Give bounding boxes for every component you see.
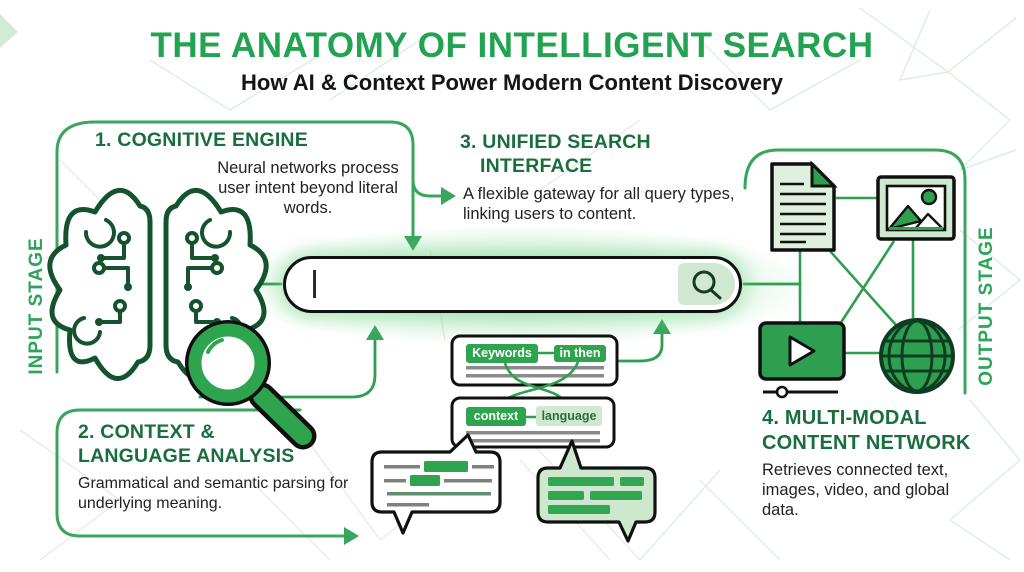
section4-title: 4. MULTI-MODAL CONTENT NETWORK [762, 406, 971, 456]
corner-triangle [0, 14, 18, 48]
page-subtitle: How AI & Context Power Modern Content Di… [241, 70, 783, 95]
section2-frame [55, 408, 345, 538]
globe-icon [879, 318, 955, 394]
document-icon [770, 160, 838, 252]
arrow-to-section3 [411, 178, 443, 198]
input-stage-label: INPUT STAGE [26, 237, 47, 375]
section3-title-line2: INTERFACE [480, 155, 593, 177]
section1-description: Neural networks process user intent beyo… [217, 159, 399, 218]
section2-title-line2: LANGUAGE ANALYSIS [78, 445, 295, 467]
section3-title: 3. UNIFIED SEARCH INTERFACE [460, 130, 651, 178]
magnifier-icon [692, 270, 722, 300]
section3-title-line1: 3. UNIFIED SEARCH [460, 131, 651, 153]
search-button[interactable] [678, 263, 735, 305]
search-bar[interactable] [283, 256, 742, 313]
arrowheads [344, 187, 671, 545]
section3-description: A flexible gateway for all query types, … [463, 185, 735, 224]
network-lines [798, 196, 915, 355]
section1-frame-left [55, 120, 97, 374]
section2-title-line1: 2. CONTEXT & [78, 421, 215, 443]
section1-title: 1. COGNITIVE ENGINE [95, 129, 308, 151]
section2-title: 2. CONTEXT & LANGUAGE ANALYSIS [78, 420, 294, 468]
token-keywords: Keywords [466, 344, 538, 363]
section4-title-line2: CONTENT NETWORK [762, 432, 971, 454]
token-context: context [466, 407, 526, 426]
token-in-then: in then [554, 345, 606, 362]
text-cursor [313, 270, 316, 298]
output-stage-label: OUTPUT STAGE [976, 226, 997, 386]
image-icon [876, 175, 956, 241]
output-bracket [743, 148, 967, 395]
video-player-icon [758, 321, 846, 399]
connector-s2-to-bar [198, 336, 377, 399]
section4-title-line1: 4. MULTI-MODAL [762, 407, 927, 429]
connector-tokens-to-bar [615, 330, 664, 363]
section1-frame [93, 120, 415, 238]
section2-description: Grammatical and semantic parsing for und… [78, 475, 349, 512]
speech-bubble-filled [536, 439, 657, 543]
magnifying-glass-icon [185, 320, 317, 450]
token-language: language [536, 406, 602, 426]
section4-description: Retrieves connected text, images, video,… [762, 461, 950, 520]
page-title: THE ANATOMY OF INTELLIGENT SEARCH [150, 26, 874, 65]
speech-bubble-outline [370, 433, 502, 535]
